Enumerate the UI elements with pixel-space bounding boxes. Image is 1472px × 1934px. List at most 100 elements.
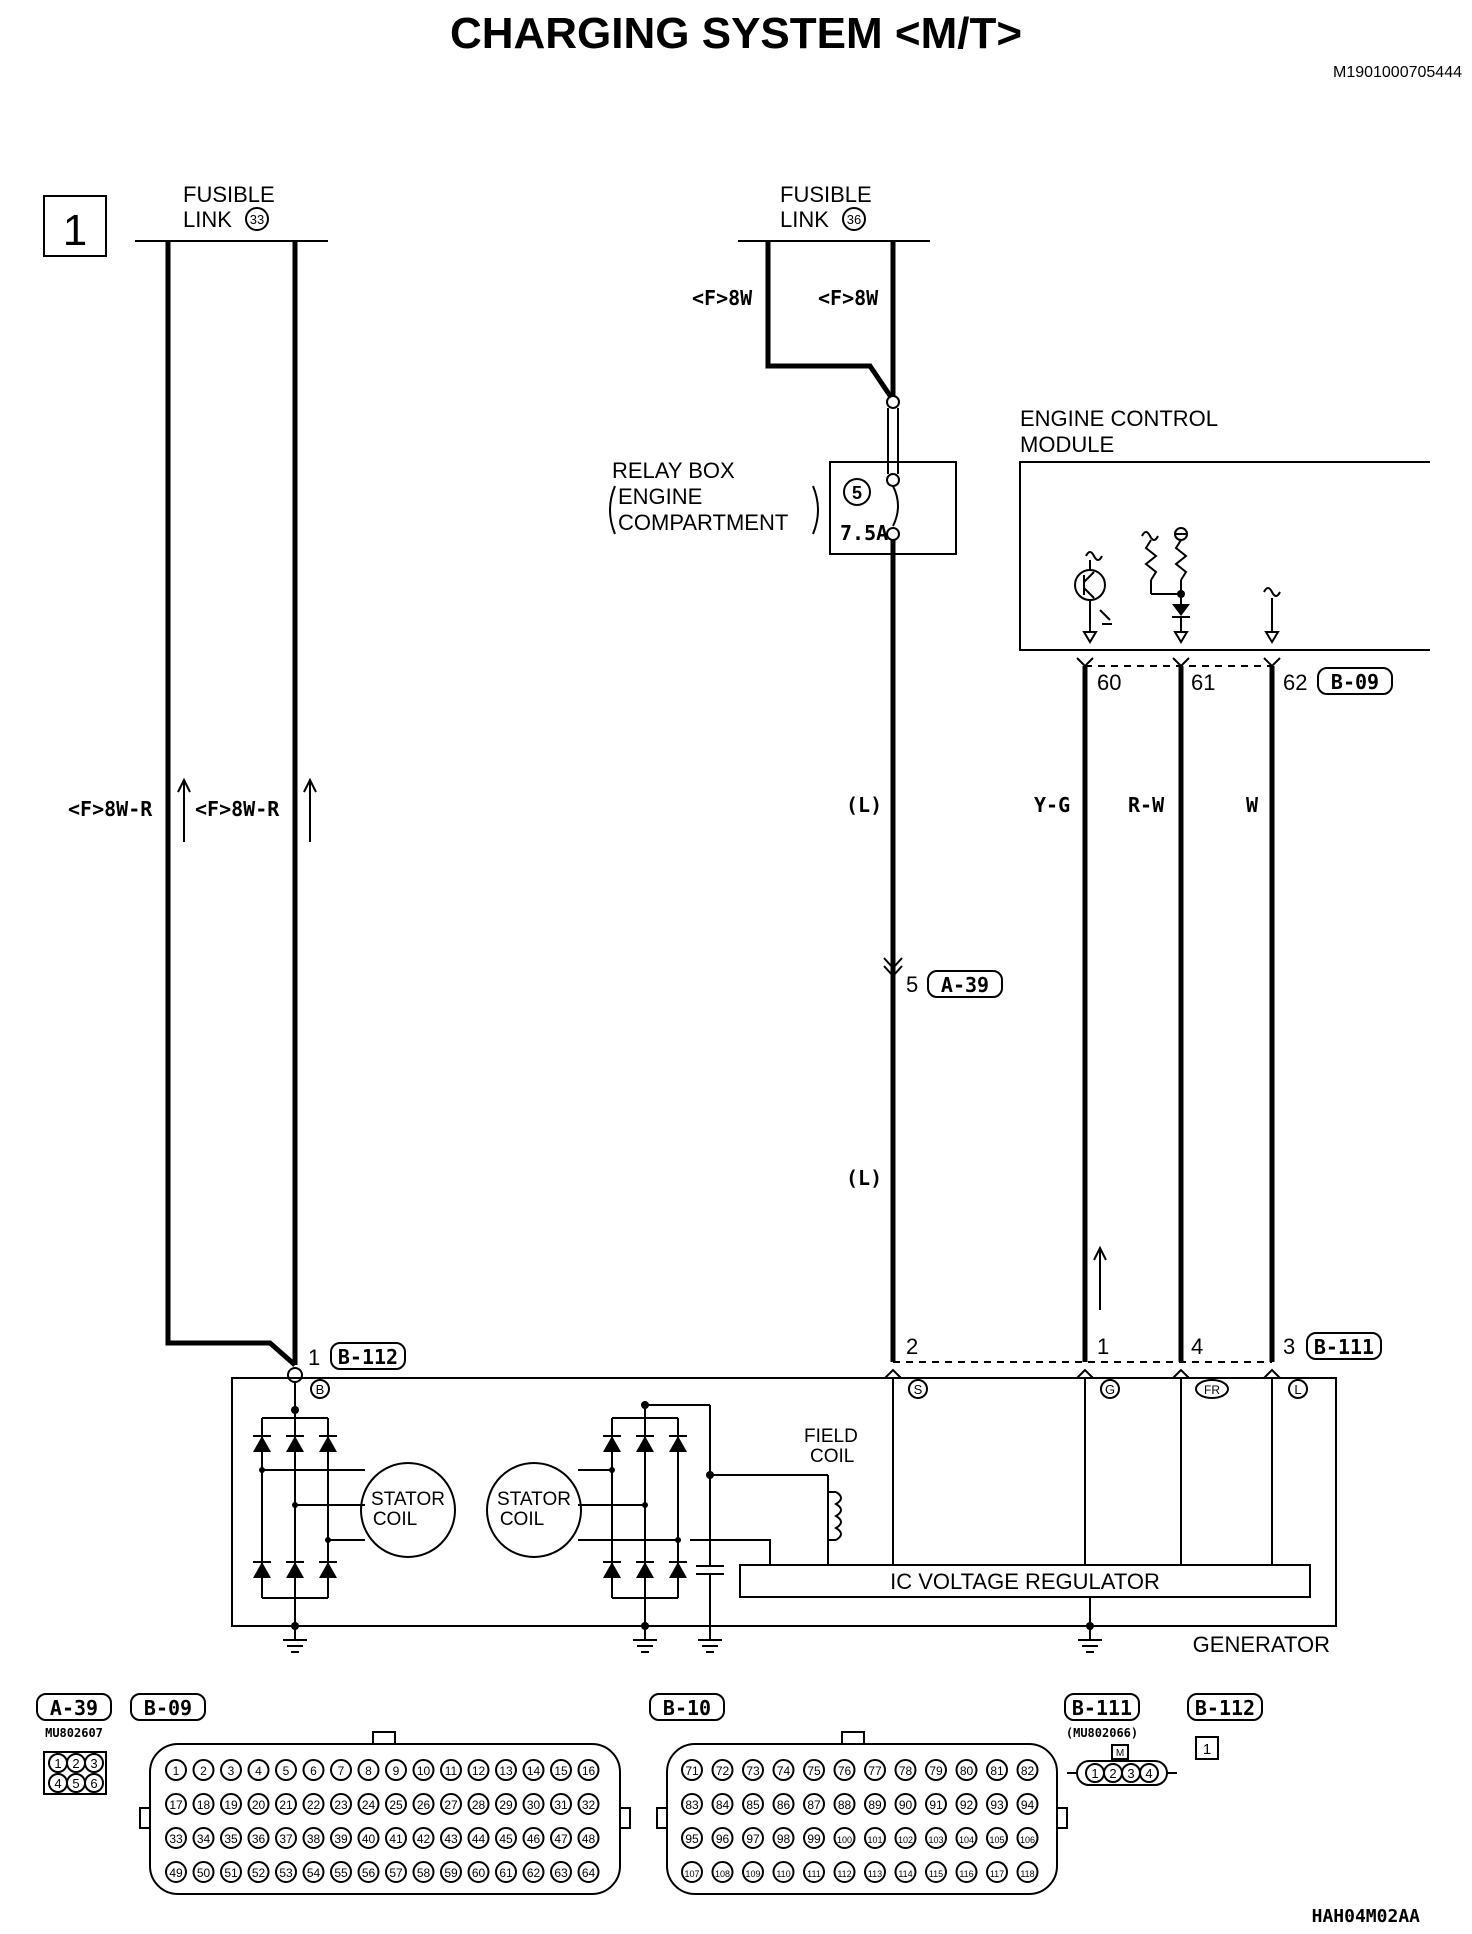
wire-label-l-2: (L) — [846, 1166, 882, 1190]
fusible-link-33-circle — [245, 207, 269, 231]
connector-pin — [803, 1861, 825, 1883]
connector-pin — [925, 1861, 947, 1883]
connector-pin — [577, 1861, 600, 1883]
connector-pin-number: 88 — [838, 1798, 852, 1812]
b09-connector: B-09 — [1331, 670, 1379, 694]
connector-pin-number: 26 — [417, 1798, 431, 1812]
connector-pin — [742, 1827, 764, 1849]
connector-pin-number: 105 — [989, 1835, 1004, 1845]
connector-pin — [165, 1861, 187, 1883]
connector-pin — [711, 1793, 734, 1815]
connector-pin-number: 20 — [252, 1798, 266, 1812]
connector-pin-number: 12 — [472, 1764, 486, 1778]
connector-pin-number: 112 — [837, 1869, 851, 1879]
connector-pin-number: 62 — [527, 1866, 541, 1880]
document-id: M1901000705444 — [1333, 64, 1462, 81]
relay-box-engine: ENGINE — [618, 484, 702, 509]
connector-pin — [192, 1793, 215, 1815]
connector-pin-number: 19 — [224, 1798, 238, 1812]
connector-pin-number: 23 — [334, 1798, 348, 1812]
connector-pin — [577, 1827, 600, 1849]
connector-pin — [192, 1759, 215, 1781]
connector-pin-number: 18 — [197, 1798, 211, 1812]
connector-pin-number: 75 — [807, 1764, 821, 1778]
connector-pin-number: 99 — [807, 1832, 821, 1846]
connector-pin — [412, 1759, 435, 1781]
connector-pin — [1016, 1759, 1039, 1781]
connector-pin — [772, 1861, 795, 1883]
wire-8w-r-left — [165, 241, 297, 1367]
connector-pin — [302, 1793, 325, 1815]
connector-pin-number: 5 — [283, 1764, 290, 1778]
ic-voltage-regulator — [739, 1564, 1311, 1598]
connector-pin — [955, 1759, 978, 1781]
connector-pin-number: 47 — [554, 1832, 568, 1846]
connector-pin — [467, 1759, 490, 1781]
connector-pin — [440, 1793, 462, 1815]
wire-label-r-w: R-W — [1128, 793, 1165, 817]
connector-pin-number: 14 — [527, 1764, 541, 1778]
connector-pin-number: 111 — [807, 1869, 821, 1879]
connector-pin — [864, 1827, 886, 1849]
connector-pin-number: 27 — [444, 1798, 458, 1812]
connector-pin-number: 95 — [685, 1832, 699, 1846]
connector-pin-number: 10 — [417, 1764, 431, 1778]
wire-label-8w-2: <F>8W — [818, 286, 879, 310]
relay-box-paren-right — [812, 485, 819, 535]
field-coil — [834, 1491, 842, 1541]
connector-pin — [385, 1793, 407, 1815]
connector-pin-number: 3 — [228, 1764, 235, 1778]
connector-pin-number: 28 — [472, 1798, 486, 1812]
connector-pin-number: 107 — [684, 1869, 699, 1879]
connector-pin — [803, 1827, 825, 1849]
connector-pin — [192, 1827, 215, 1849]
ecm-pin-62: 62 — [1283, 670, 1307, 695]
connector-pin — [440, 1861, 462, 1883]
ecm-frame — [1019, 461, 1430, 651]
wire-label-l-1: (L) — [846, 793, 882, 817]
connector-pin — [681, 1861, 703, 1883]
fuse-node-1 — [886, 473, 900, 487]
b111-pin-3: 3 — [1283, 1334, 1295, 1359]
connector-pin — [412, 1861, 435, 1883]
ecm-label-1: ENGINE CONTROL — [1020, 406, 1218, 431]
b112-pin: 1 — [308, 1345, 320, 1370]
connector-pin — [681, 1827, 703, 1849]
connector-pin — [495, 1759, 517, 1781]
connector-pin-number: 64 — [582, 1866, 596, 1880]
connector-pin-number: 58 — [417, 1866, 431, 1880]
relay-box-paren-left — [609, 485, 616, 535]
connector-pin-number: 85 — [746, 1798, 760, 1812]
conn-b112-face — [1195, 1736, 1219, 1760]
b111-pin-1: 1 — [1097, 1334, 1109, 1359]
connector-pin-number: 7 — [338, 1764, 345, 1778]
page-title: CHARGING SYSTEM <M/T> — [450, 9, 1022, 58]
fusible-link-36-label: FUSIBLE — [780, 182, 872, 207]
ecm-label-2: MODULE — [1020, 432, 1114, 457]
b111-pin-2: 2 — [906, 1334, 918, 1359]
connector-pin-number: 9 — [393, 1764, 400, 1778]
connector-pin — [803, 1793, 825, 1815]
b112-connector: B-112 — [338, 1345, 398, 1369]
connector-pin-number: 113 — [868, 1869, 882, 1879]
connector-pin — [1016, 1793, 1039, 1815]
wire-label-8w-r-1: <F>8W-R — [68, 797, 153, 821]
connector-pin-number: 59 — [444, 1866, 458, 1880]
connector-pin-number: 17 — [169, 1798, 183, 1812]
connector-pin-number: 81 — [990, 1764, 1004, 1778]
connector-pin — [550, 1793, 572, 1815]
connector-pin-number: 86 — [777, 1798, 791, 1812]
connector-pin-number: 71 — [685, 1764, 699, 1778]
connector-pin — [986, 1793, 1008, 1815]
ecm-resistor-1 — [1144, 539, 1158, 581]
figure-id: HAH04M02AA — [1312, 1906, 1421, 1927]
conn-b10-name: B-10 — [663, 1696, 711, 1720]
connector-pin — [495, 1793, 517, 1815]
wire-label-w: W — [1246, 793, 1259, 817]
connector-pin — [247, 1793, 270, 1815]
stator-coil-1 — [360, 1462, 456, 1558]
connector-pin — [864, 1793, 886, 1815]
svg-text:3: 3 — [1127, 1766, 1134, 1781]
connector-pin — [165, 1827, 187, 1849]
